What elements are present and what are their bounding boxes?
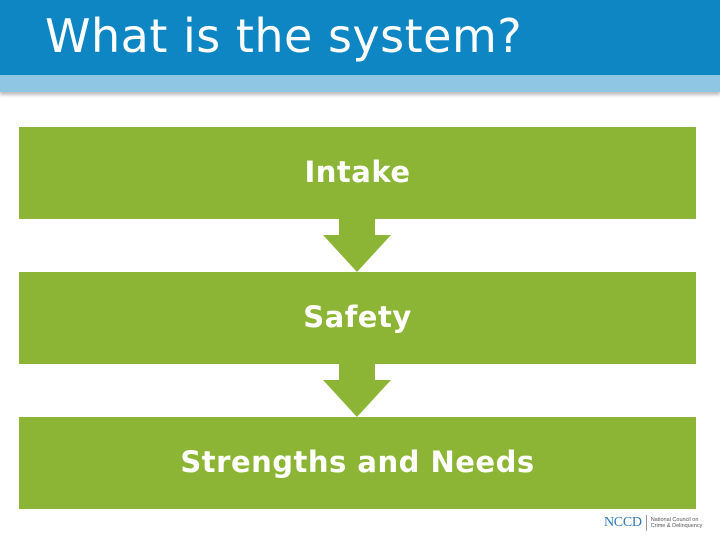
flow-step-intake: Intake — [19, 127, 696, 219]
flow-step-label: Strengths and Needs — [180, 445, 535, 479]
slide-title: What is the system? — [45, 9, 523, 63]
flow-step-strengths-and-needs: Strengths and Needs — [19, 417, 696, 509]
logo-divider — [645, 515, 647, 531]
down-arrow-icon — [323, 219, 391, 272]
nccd-logo: NCCD National Council on Crime & Delinqu… — [604, 513, 707, 533]
flow-step-safety: Safety — [19, 272, 696, 364]
title-accent-stripe — [0, 75, 720, 92]
title-bar: What is the system? — [0, 0, 720, 75]
down-arrow-icon — [323, 364, 391, 417]
logo-mark: NCCD — [604, 515, 642, 530]
flow-step-label: Intake — [304, 155, 411, 189]
flow-step-label: Safety — [303, 300, 412, 334]
logo-organization-name: National Council on Crime & Delinquency — [650, 516, 703, 530]
